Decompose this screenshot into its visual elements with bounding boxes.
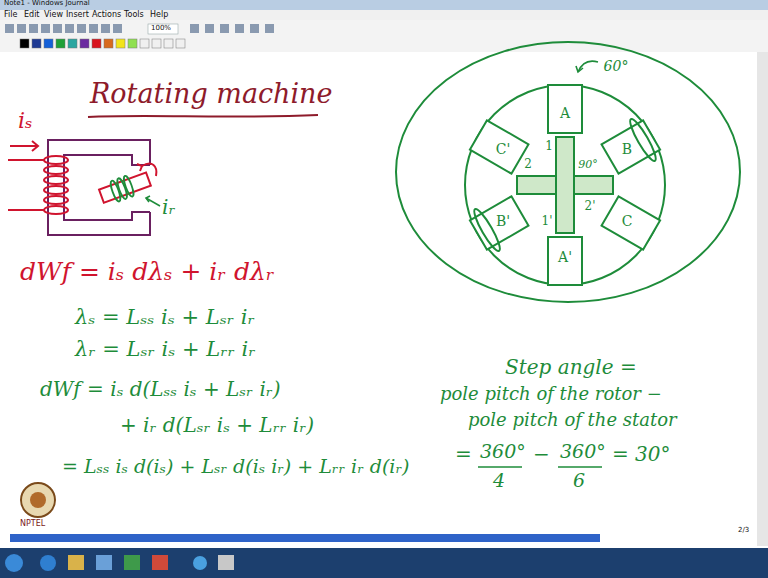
- page-number: 2/3: [738, 526, 749, 534]
- pole-label: B: [622, 141, 632, 157]
- denominator: 6: [573, 470, 585, 492]
- fraction-bar: [478, 466, 602, 468]
- taskbar: [0, 548, 768, 578]
- current-label: iᵣ: [162, 196, 175, 219]
- equation: = Lₛₛ iₛ d(iₛ) + Lₛᵣ d(iₛ iᵣ) + Lᵣᵣ iᵣ d…: [62, 456, 409, 478]
- rotor-tooth-label: 2: [524, 158, 532, 172]
- minus-sign: −: [533, 443, 550, 466]
- numerator: 360°: [480, 441, 526, 463]
- logo-text: NPTEL: [20, 519, 45, 528]
- equation: dWf = iₛ dλₛ + iᵣ dλᵣ: [20, 258, 274, 287]
- note-text: Step angle =: [505, 356, 637, 379]
- result: = 30°: [612, 443, 671, 466]
- equals-sign: =: [455, 443, 472, 466]
- toolbar: [0, 20, 768, 52]
- equation: + iᵣ d(Lₛᵣ iₛ + Lᵣᵣ iᵣ): [120, 414, 314, 437]
- menu-item: Tools: [124, 10, 144, 19]
- rotor-tooth-label: 1': [542, 215, 553, 229]
- pole-label: A': [558, 249, 572, 265]
- menu-item: File: [4, 10, 17, 19]
- pole-label: B': [496, 213, 510, 229]
- menu-item: Edit: [24, 10, 40, 19]
- menu-item: View: [44, 10, 63, 19]
- pole-label: A: [560, 105, 570, 121]
- angle-label: 90°: [578, 159, 598, 172]
- scroll-bar: [757, 52, 768, 546]
- page-heading: Rotating machine: [90, 78, 333, 109]
- window-title: Note1 - Windows Journal: [4, 0, 90, 7]
- toolbar-icons: [5, 24, 274, 33]
- zoom-value: 100%: [151, 24, 171, 32]
- equation: λₛ = Lₛₛ iₛ + Lₛᵣ iᵣ: [75, 305, 255, 329]
- blue-band: [10, 534, 600, 542]
- equation: dWf = iₛ d(Lₛₛ iₛ + Lₛᵣ iᵣ): [40, 378, 281, 401]
- rotor-tooth-label: 2': [585, 200, 596, 214]
- angle-label: 60°: [604, 58, 629, 74]
- zoom-box: [148, 24, 178, 34]
- pole-label: C': [496, 141, 511, 157]
- numerator: 360°: [560, 441, 606, 463]
- menu-item: Actions: [92, 10, 121, 19]
- equation: λᵣ = Lₛᵣ iₛ + Lᵣᵣ iᵣ: [75, 337, 255, 361]
- menu-item: Insert: [66, 10, 89, 19]
- taskbar-icons: [5, 554, 234, 572]
- menu-bar: [0, 10, 768, 20]
- current-label: iₛ: [18, 108, 32, 133]
- denominator: 4: [493, 470, 505, 492]
- menu-item: Help: [150, 10, 168, 19]
- nptel-logo: [21, 483, 55, 517]
- color-palette: [20, 39, 185, 48]
- note-text: pole pitch of the stator: [468, 410, 677, 431]
- rotor-tooth-label: 1: [545, 140, 553, 154]
- title-underline: [88, 115, 318, 117]
- stepper-motor: [396, 42, 740, 302]
- pole-label: C: [622, 213, 633, 229]
- electromagnet: [8, 140, 160, 235]
- title-bar: [0, 0, 768, 10]
- note-text: pole pitch of the rotor −: [440, 384, 662, 405]
